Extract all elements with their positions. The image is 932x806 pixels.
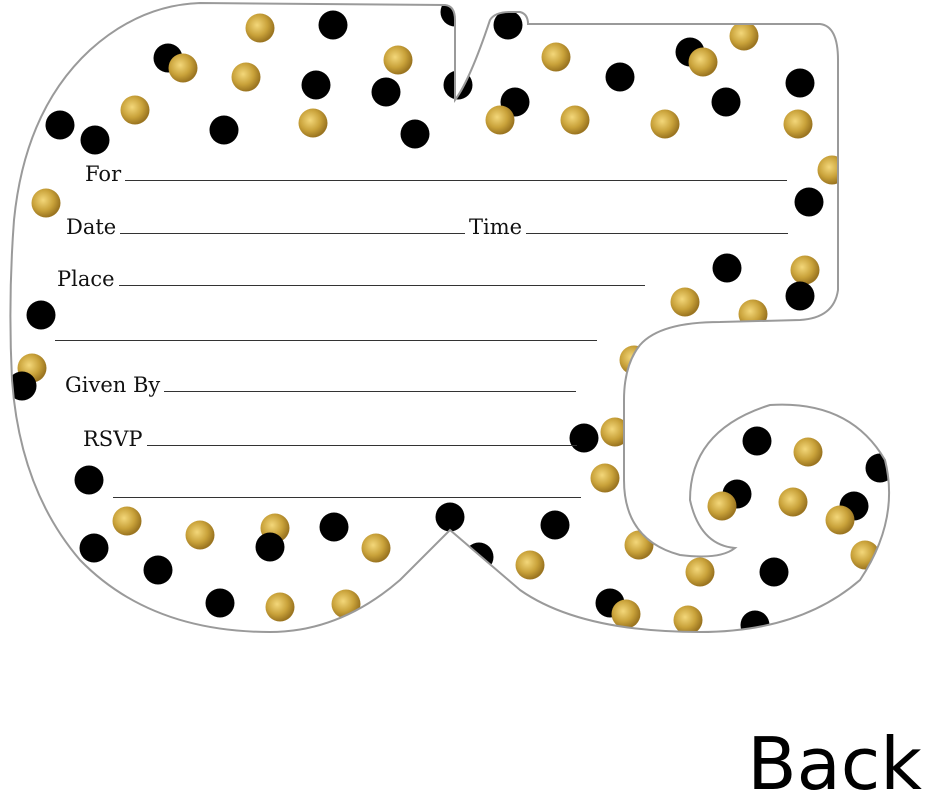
gold-dot: [783, 109, 813, 139]
time-label: Time: [469, 215, 523, 239]
gold-dot: [361, 533, 391, 563]
black-dot: [26, 300, 56, 330]
black-dot: [318, 10, 348, 40]
rsvp-line-2[interactable]: [113, 497, 581, 498]
gold-dot: [245, 13, 275, 43]
place-label: Place: [57, 267, 115, 291]
place-line: [118, 284, 645, 286]
gold-dot: [265, 592, 295, 622]
given-by-label: Given By: [65, 373, 161, 397]
back-side-label: Back: [747, 722, 922, 806]
gold-dot: [185, 520, 215, 550]
gold-dot: [485, 105, 515, 135]
black-dot: [74, 465, 104, 495]
gold-dot: [729, 21, 759, 51]
black-dot: [540, 510, 570, 540]
rsvp-line: [146, 444, 577, 446]
gold-dot: [624, 530, 654, 560]
black-dot: [80, 125, 110, 155]
black-dot: [569, 423, 599, 453]
black-dot: [301, 70, 331, 100]
date-field[interactable]: Date: [66, 215, 466, 239]
black-dot: [742, 426, 772, 456]
gold-dot: [168, 53, 198, 83]
gold-dot: [817, 155, 847, 185]
black-dot: [785, 281, 815, 311]
place-field[interactable]: Place: [57, 267, 645, 291]
place-line-2[interactable]: [55, 340, 597, 341]
gold-dot: [673, 605, 703, 632]
gold-dot: [600, 417, 630, 447]
black-dot: [371, 77, 401, 107]
gold-dot: [790, 255, 820, 285]
black-dot: [759, 557, 789, 587]
black-dot: [712, 253, 742, 283]
black-dot: [435, 502, 465, 532]
black-dot: [79, 533, 109, 563]
rsvp-label: RSVP: [83, 427, 143, 451]
gold-dot: [231, 62, 261, 92]
black-dot: [865, 453, 890, 483]
time-line: [526, 232, 789, 234]
gold-dot: [611, 599, 641, 629]
for-label: For: [85, 162, 122, 186]
gold-dot: [515, 550, 545, 580]
black-dot: [205, 588, 235, 618]
gold-dot: [619, 345, 649, 375]
black-dot: [10, 371, 37, 401]
gold-dot: [590, 463, 620, 493]
gold-dot: [331, 589, 361, 619]
gold-dot: [688, 47, 718, 77]
gold-dot: [738, 299, 768, 329]
black-dot: [493, 10, 523, 40]
for-field[interactable]: For: [85, 162, 788, 186]
gold-dot: [685, 557, 715, 587]
black-dot: [740, 610, 770, 632]
given-by-line: [164, 390, 577, 392]
gold-dot: [650, 109, 680, 139]
time-field[interactable]: Time: [469, 215, 789, 239]
gold-dot: [383, 45, 413, 75]
rsvp-field[interactable]: RSVP: [83, 427, 577, 451]
gold-dot: [541, 42, 571, 72]
black-dot: [255, 532, 285, 562]
black-dot: [785, 68, 815, 98]
gold-dot: [31, 188, 61, 218]
gold-dot: [298, 108, 328, 138]
gold-dot: [120, 95, 150, 125]
gold-dot: [560, 105, 590, 135]
date-line: [120, 232, 466, 234]
gold-dot: [707, 491, 737, 521]
black-dot: [794, 187, 824, 217]
gold-dot: [793, 437, 823, 467]
black-dot: [319, 512, 349, 542]
black-dot: [605, 62, 635, 92]
date-label: Date: [66, 215, 117, 239]
black-dot: [711, 87, 741, 117]
black-dot: [45, 110, 75, 140]
for-line: [125, 179, 788, 181]
given-by-field[interactable]: Given By: [65, 373, 577, 397]
black-dot: [209, 115, 239, 145]
invitation-card-shape: [9, 1, 891, 634]
gold-dot: [112, 506, 142, 536]
gold-dot: [825, 505, 855, 535]
gold-dot: [778, 487, 808, 517]
black-dot: [143, 555, 173, 585]
black-dot: [400, 119, 430, 149]
gold-dot: [670, 287, 700, 317]
